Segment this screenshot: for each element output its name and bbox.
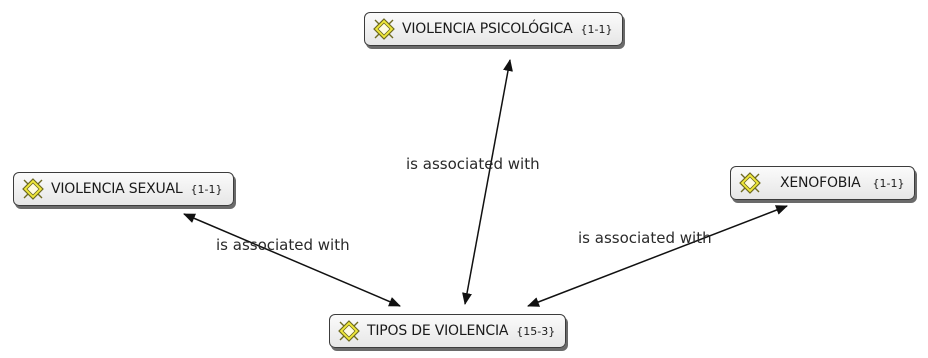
code-node-icon <box>22 178 44 200</box>
code-node-icon <box>739 172 761 194</box>
edge-tipos-psicologica[interactable] <box>462 59 513 305</box>
node-count: {15-3} <box>516 324 556 338</box>
node-icon-shape <box>373 18 395 40</box>
link-label-sexual: is associated with <box>216 236 350 254</box>
node-violencia-psicologica[interactable]: VIOLENCIA PSICOLÓGICA {1-1} <box>364 12 624 46</box>
node-label: VIOLENCIA SEXUAL <box>51 181 183 197</box>
node-count: {1-1} <box>580 22 613 36</box>
node-count: {1-1} <box>872 176 905 190</box>
link-label-psicologica: is associated with <box>406 155 540 173</box>
node-label: XENOFOBIA <box>780 175 861 191</box>
node-label: TIPOS DE VIOLENCIA <box>367 323 509 339</box>
node-label: VIOLENCIA PSICOLÓGICA <box>402 21 573 37</box>
code-node-icon <box>373 18 395 40</box>
node-violencia-sexual[interactable]: VIOLENCIA SEXUAL {1-1} <box>13 172 234 206</box>
node-icon-shape <box>22 178 44 200</box>
node-xenofobia[interactable]: XENOFOBIA {1-1} <box>730 166 916 200</box>
edge-tipos-sexual[interactable] <box>183 213 401 307</box>
node-tipos-de-violencia[interactable]: TIPOS DE VIOLENCIA {15-3} <box>329 314 567 348</box>
node-count: {1-1} <box>190 182 223 196</box>
node-icon-shape <box>739 172 761 194</box>
node-icon-shape <box>338 320 360 342</box>
edge-tipos-xenofobia[interactable] <box>527 205 788 307</box>
link-label-xenofobia: is associated with <box>578 229 712 247</box>
code-node-icon <box>338 320 360 342</box>
